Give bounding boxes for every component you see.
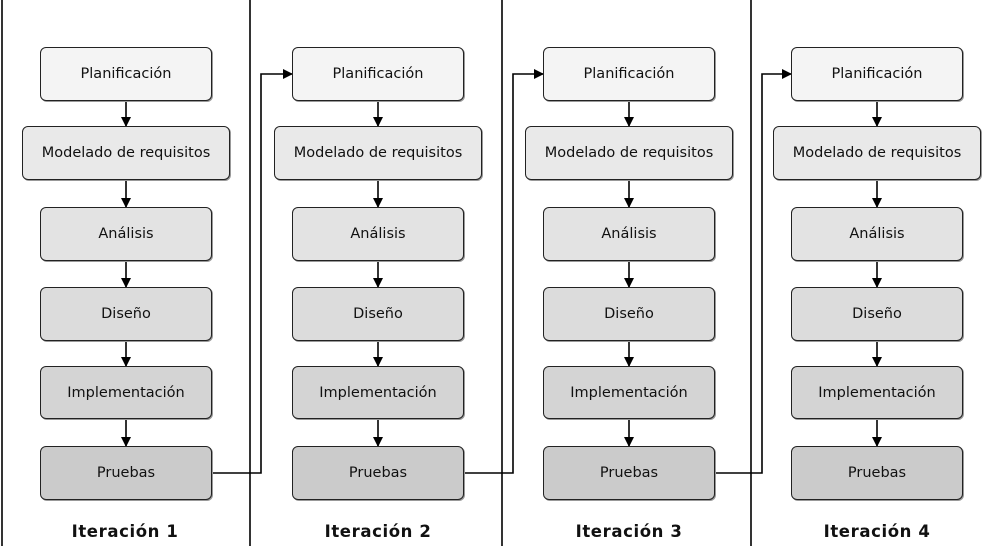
stage-label: Análisis [98,226,154,242]
stage-box-pruebas-iter-4: Pruebas [791,446,963,500]
stage-label: Análisis [849,226,905,242]
stage-box-pruebas-iter-1: Pruebas [40,446,212,500]
stage-box-planificaci-n-iter-4: Planificación [791,47,963,101]
stage-label: Pruebas [847,465,907,481]
stage-box-an-lisis-iter-1: Análisis [40,207,212,261]
iteration-connector-arrow [212,69,293,474]
stage-label: Modelado de requisitos [544,145,714,161]
iteration-3-label: Iteración 3 [575,522,683,541]
stage-box-pruebas-iter-3: Pruebas [543,446,715,500]
stage-box-dise-o-iter-1: Diseño [40,287,212,341]
stage-label: Planificación [583,66,675,82]
stage-label: Implementación [570,384,688,401]
stage-box-planificaci-n-iter-3: Planificación [543,47,715,101]
stage-label: Diseño [852,306,902,322]
stage-box-planificaci-n-iter-1: Planificación [40,47,212,101]
stage-label: Implementación [818,384,936,401]
stage-box-dise-o-iter-2: Diseño [292,287,464,341]
stage-label: Pruebas [96,465,156,481]
stage-label: Diseño [604,306,654,322]
iteration-connector-arrow [464,69,544,474]
stage-label: Planificación [80,66,172,82]
iteration-4-label: Iteración 4 [823,522,931,541]
stage-label: Análisis [601,226,657,242]
stage-label: Modelado de requisitos [41,145,211,161]
stage-label: Implementación [67,384,185,401]
stage-label: Planificación [332,66,424,82]
stage-label: Implementación [319,384,437,401]
stage-box-dise-o-iter-3: Diseño [543,287,715,341]
stage-label: Análisis [350,226,406,242]
stage-box-modelado-de-requisitos-iter-3: Modelado de requisitos [525,126,733,180]
stage-box-implementaci-n-iter-1: Implementación [40,366,212,419]
stage-box-implementaci-n-iter-4: Implementación [791,366,963,419]
iteration-connector-arrow [715,69,792,474]
stage-label: Modelado de requisitos [792,145,962,161]
stage-label: Planificación [831,66,923,82]
stage-box-implementaci-n-iter-2: Implementación [292,366,464,419]
stage-box-modelado-de-requisitos-iter-1: Modelado de requisitos [22,126,230,180]
stage-box-an-lisis-iter-4: Análisis [791,207,963,261]
stage-box-planificaci-n-iter-2: Planificación [292,47,464,101]
stage-box-modelado-de-requisitos-iter-4: Modelado de requisitos [773,126,981,180]
stage-label: Pruebas [348,465,408,481]
stage-box-an-lisis-iter-2: Análisis [292,207,464,261]
iteration-2-label: Iteración 2 [324,522,432,541]
stage-box-dise-o-iter-4: Diseño [791,287,963,341]
stage-box-an-lisis-iter-3: Análisis [543,207,715,261]
stage-label: Pruebas [599,465,659,481]
stage-box-modelado-de-requisitos-iter-2: Modelado de requisitos [274,126,482,180]
stage-label: Modelado de requisitos [293,145,463,161]
stage-label: Diseño [353,306,403,322]
stage-box-pruebas-iter-2: Pruebas [292,446,464,500]
stage-box-implementaci-n-iter-3: Implementación [543,366,715,419]
stage-label: Diseño [101,306,151,322]
iteration-1-label: Iteración 1 [71,522,179,541]
